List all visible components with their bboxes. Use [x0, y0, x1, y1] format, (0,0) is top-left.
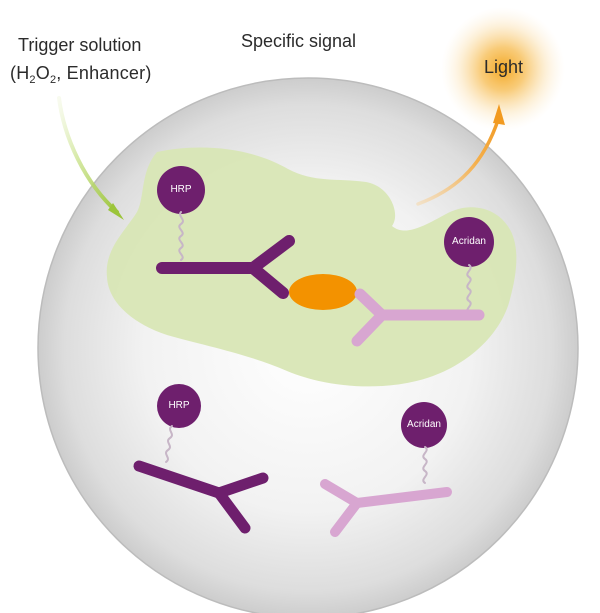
acridan-antibody-bound: [351, 217, 494, 347]
formula-suffix: , Enhancer): [56, 63, 152, 83]
light-glow: [441, 7, 565, 131]
hrp-node-bottom: [157, 384, 201, 428]
formula-subscript-2: 2: [49, 74, 57, 86]
formula-middle: O: [35, 63, 50, 83]
formula-subscript-1: 2: [29, 74, 36, 86]
acridan-top-label: Acridan: [452, 236, 486, 247]
acridan-node-top: [444, 217, 494, 267]
antigen: [289, 274, 357, 310]
hrp-antibody-bound: [156, 166, 295, 299]
trigger-solution-formula: (H2O2, Enhancer): [10, 63, 152, 86]
acridan-bottom-label: Acridan: [407, 419, 441, 430]
trigger-solution-label: Trigger solution: [18, 35, 142, 55]
hrp-node-top: [157, 166, 205, 214]
trigger-arrow: [57, 96, 124, 220]
hrp-bottom-label: HRP: [168, 400, 190, 411]
light-arrow: [416, 104, 505, 206]
acridan-antibody-free: [320, 402, 452, 537]
signal-reaction-zone: [106, 147, 517, 387]
specific-signal-label: Specific signal: [241, 31, 357, 51]
light-label: Light: [484, 57, 524, 77]
hrp-top-label: HRP: [170, 184, 192, 195]
hrp-antibody-free: [133, 384, 269, 534]
acridan-node-bottom: [401, 402, 447, 448]
formula-prefix: (H: [10, 63, 30, 83]
